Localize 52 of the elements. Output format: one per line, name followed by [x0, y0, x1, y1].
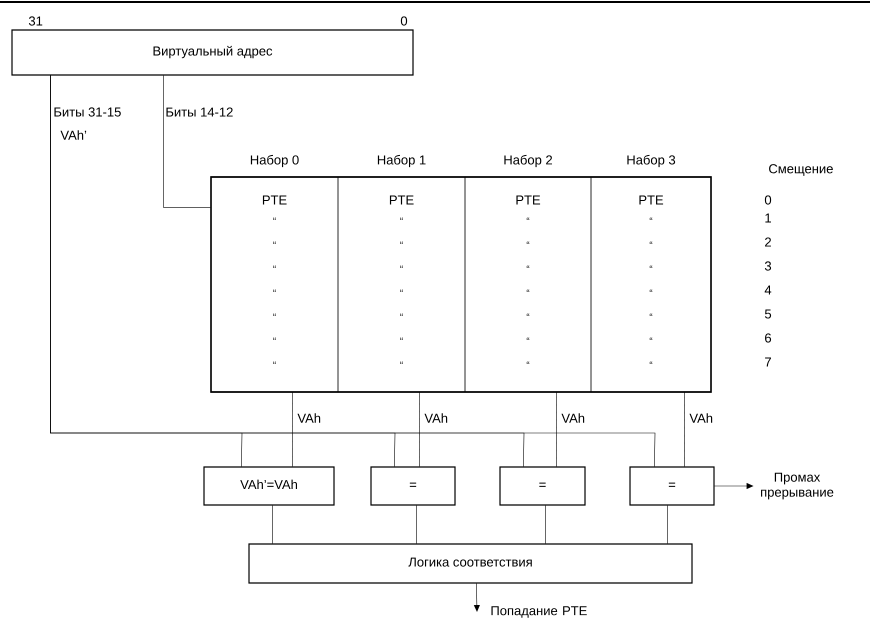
bit-number: 0 [400, 16, 408, 26]
offset-number: 1 [765, 214, 771, 222]
output-label: Промах прерывание [761, 472, 834, 500]
offset-number: 5 [764, 309, 772, 319]
field-label: VAh’ [60, 130, 86, 140]
connector [684, 392, 685, 467]
connector [163, 75, 211, 208]
connector [416, 505, 417, 544]
edge-label: VAh [560, 412, 586, 424]
node-label: “ [273, 362, 276, 364]
connector [272, 505, 273, 544]
connector [419, 392, 420, 467]
node-label: “ [273, 338, 276, 340]
node-label: “ [273, 218, 276, 220]
register-box: Виртуальный адрес [11, 29, 414, 76]
column-heading: Смещение [769, 164, 833, 176]
offset-number: 7 [765, 358, 771, 366]
node-label: “ [273, 242, 276, 244]
connector [545, 505, 546, 544]
offset-number: 4 [764, 286, 772, 294]
node-label: “ [273, 290, 276, 292]
node-label: Набор 1 [378, 154, 426, 168]
field-label: Биты 14-12 [166, 107, 233, 117]
table-column: Набор 2 PTE “ “ “ “ “ “ “ [464, 154, 592, 392]
comparator-box: = [629, 466, 715, 506]
output-label: Попадание PTE [491, 606, 587, 618]
edge-label: VAh [688, 412, 714, 424]
node-label: Набор 0 [250, 154, 299, 168]
comparator-box: VAh’=VAh [203, 466, 335, 506]
node-label: Набор 3 [627, 154, 676, 168]
node-label: Набор 2 [504, 154, 552, 168]
connector [474, 583, 480, 612]
connector [667, 505, 668, 544]
logic-box: Логика соответствия [248, 543, 693, 584]
offset-number: 2 [765, 237, 771, 247]
connector [50, 75, 656, 467]
connector [292, 392, 293, 467]
comparator-box: = [370, 466, 456, 506]
offset-number: 6 [765, 333, 772, 343]
node-label: PTE [262, 196, 287, 204]
bit-number: 31 [28, 16, 42, 26]
edge-label: VAh [423, 412, 450, 424]
field-label: Биты 31-15 [54, 107, 121, 117]
offset-number: 0 [764, 195, 772, 205]
edge-label: VAh [296, 412, 322, 424]
node-label: “ [273, 314, 276, 316]
offset-number: 3 [764, 261, 772, 271]
node-label: “ [273, 266, 276, 268]
connector [556, 392, 557, 467]
table-column: Набор 1 PTE “ “ “ “ “ “ “ [338, 154, 466, 392]
comparator-box: = [499, 466, 586, 506]
table-column: Набор 3 PTE “ “ “ “ “ “ “ [590, 154, 712, 392]
